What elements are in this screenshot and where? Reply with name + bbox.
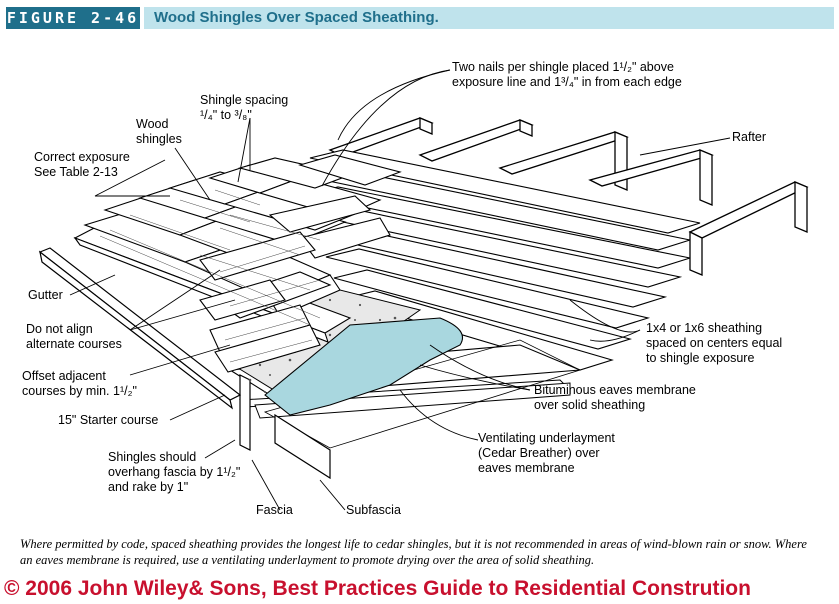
label-two-nails: Two nails per shingle placed 1¹/₂" above… <box>452 60 682 90</box>
label-sheathing-line1: 1x4 or 1x6 sheathing <box>646 321 763 335</box>
label-ventilating: Ventilating underlayment (Cedar Breather… <box>478 431 615 476</box>
label-wood-shingles-line1: Wood <box>136 117 169 131</box>
label-overhang-line2: overhang fascia by 1¹/₂" <box>108 465 241 479</box>
figure-title: Wood Shingles Over Spaced Sheathing. <box>144 7 834 29</box>
label-sheathing: 1x4 or 1x6 sheathing spaced on centers e… <box>646 321 782 366</box>
label-subfascia: Subfascia <box>346 503 401 517</box>
label-wood-shingles: Wood shingles <box>136 117 182 147</box>
label-offset-line2: courses by min. 1¹/₂" <box>22 384 137 398</box>
shingle-grain <box>99 189 321 363</box>
label-overhang-line1: Shingles should <box>108 450 197 464</box>
label-sheathing-line2: spaced on centers equal <box>646 336 783 350</box>
label-shingle-spacing-line1: Shingle spacing <box>200 93 289 107</box>
label-starter-course: 15" Starter course <box>58 413 159 427</box>
label-shingle-spacing-line2: ¹/₄" to ³/₈" <box>200 108 252 122</box>
label-do-not-align-line2: alternate courses <box>26 337 122 351</box>
label-correct-exposure-line2: See Table 2-13 <box>34 165 118 179</box>
label-bituminous-line1: Bituminous eaves membrane <box>534 383 696 397</box>
figure-header: FIGURE 2-46 Wood Shingles Over Spaced Sh… <box>0 0 839 34</box>
figure-caption: Where permitted by code, spaced sheathin… <box>20 537 807 567</box>
label-bituminous: Bituminous eaves membrane over solid she… <box>534 383 696 413</box>
label-sheathing-line3: to shingle exposure <box>646 351 755 365</box>
label-offset-line1: Offset adjacent <box>22 369 106 383</box>
label-gutter: Gutter <box>28 288 63 302</box>
figure-label: FIGURE 2-46 <box>6 7 140 29</box>
label-ventilating-line3: eaves membrane <box>478 461 575 475</box>
spaced-sheathing <box>299 149 701 371</box>
leader-lines <box>69 69 731 511</box>
ventilating-underlayment <box>264 317 464 416</box>
label-overhang-line3: and rake by 1" <box>108 480 189 494</box>
label-wood-shingles-line2: shingles <box>136 132 182 146</box>
label-rafter: Rafter <box>732 130 767 144</box>
label-two-nails-line1: Two nails per shingle placed 1¹/₂" above <box>452 60 674 74</box>
label-overhang: Shingles should overhang fascia by 1¹/₂"… <box>108 450 240 495</box>
label-offset: Offset adjacent courses by min. 1¹/₂" <box>22 369 137 399</box>
label-shingle-spacing: Shingle spacing ¹/₄" to ³/₈" <box>200 93 288 123</box>
label-correct-exposure-line1: Correct exposure <box>34 150 130 164</box>
wood-shingles <box>73 154 402 373</box>
label-ventilating-line2: (Cedar Breather) over <box>478 446 600 460</box>
rafters <box>328 117 809 276</box>
copyright-watermark: © 2006 John Wiley& Sons, Best Practices … <box>4 577 751 600</box>
label-do-not-align-line1: Do not align <box>26 322 93 336</box>
label-two-nails-line2: exposure line and 1³/₄" in from each edg… <box>452 75 682 89</box>
label-do-not-align: Do not align alternate courses <box>26 322 122 352</box>
label-bituminous-line2: over solid sheathing <box>534 398 646 412</box>
label-fascia: Fascia <box>256 503 293 517</box>
label-correct-exposure: Correct exposure See Table 2-13 <box>34 150 130 180</box>
label-ventilating-line1: Ventilating underlayment <box>478 431 615 445</box>
